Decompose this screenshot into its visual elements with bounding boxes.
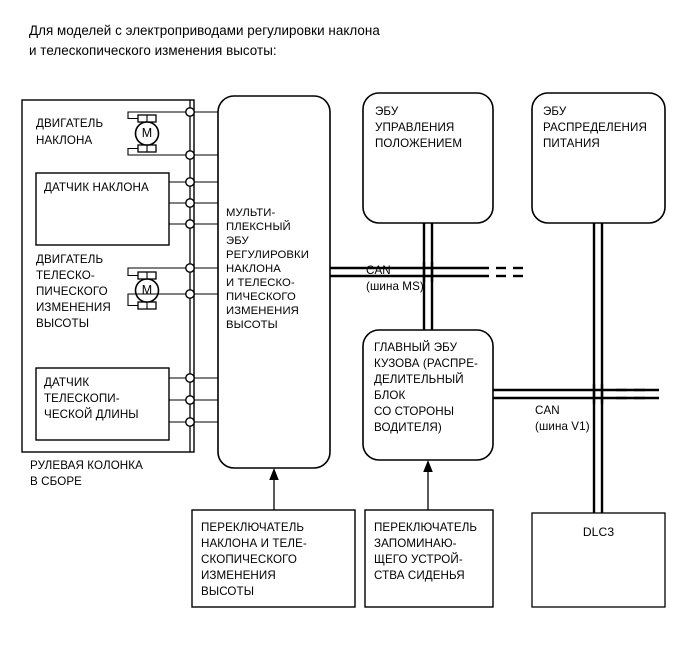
- main-body-ecu-label-line-5: СО СТОРОНЫ: [374, 405, 455, 418]
- telescopic-motor-label-line-5: ВЫСОТЫ: [36, 317, 90, 330]
- tilt-motor-glyph: M: [141, 126, 153, 140]
- telescopic-motor-glyph: M: [141, 283, 153, 297]
- caption-line-1: Для моделей с электроприводами регулиров…: [29, 23, 380, 38]
- telescopic-sensor-label-line-1: ДАТЧИК: [44, 376, 90, 389]
- seat-memory-switch-arrow: [423, 460, 433, 510]
- seat-memory-switch-label-line-1: ПЕРЕКЛЮЧАТЕЛЬ: [374, 521, 478, 534]
- dlc3-box: [531, 512, 666, 608]
- seat-memory-switch-label-line-3: ЩЕГО УСТРОЙ-: [374, 553, 463, 566]
- power-distribution-ecu-label-line-1: ЭБУ: [543, 105, 567, 118]
- can-ms-continuation-dashes: [496, 266, 523, 278]
- power-distribution-ecu-box: [531, 92, 666, 224]
- multiplex-ecu-label-line-7: ПИЧЕСКОГО: [226, 291, 296, 303]
- multiplex-ecu-label-line-9: ВЫСОТЫ: [226, 319, 278, 331]
- can-v1-label-line-1: CAN: [535, 404, 560, 417]
- connector-terminals: [185, 107, 195, 427]
- steering-column-assembly-box: [21, 99, 195, 453]
- position-control-ecu-label-line-2: УПРАВЛЕНИЯ: [375, 121, 455, 134]
- multiplex-ecu-label-line-1: МУЛЬТИ-: [226, 207, 276, 219]
- telescopic-motor-label-line-1: ДВИГАТЕЛЬ: [36, 253, 104, 266]
- position-control-ecu-label-line-1: ЭБУ: [375, 105, 399, 118]
- power-distribution-ecu-label-line-3: ПИТАНИЯ: [543, 137, 600, 150]
- seat-memory-switch-label-line-4: СТВА СИДЕНЬЯ: [374, 569, 465, 582]
- main-body-ecu-label-line-2: КУЗОВА (РАСПРЕ-: [374, 357, 479, 370]
- telescopic-sensor-label-line-2: ТЕЛЕСКОПИ-: [44, 392, 120, 405]
- can-ms-label-line-2: (шина MS): [366, 280, 424, 293]
- steering-column-assembly-label-line-1: РУЛЕВАЯ КОЛОНКА: [30, 459, 143, 472]
- power-distribution-ecu-label-line-2: РАСПРЕДЕЛЕНИЯ: [543, 121, 647, 134]
- can-ms-label-line-1: CAN: [366, 264, 391, 277]
- tilt-switch-arrow: [269, 468, 279, 510]
- position-control-ecu-box: [362, 92, 494, 224]
- seat-memory-switch-box: [364, 509, 494, 608]
- telescopic-motor-label-line-4: ИЗМЕНЕНИЯ: [36, 301, 111, 314]
- can-ms-horizontal: [330, 266, 489, 278]
- multiplex-ecu-label-line-2: ПЛЕКСНЫЙ: [226, 221, 291, 233]
- main-body-ecu-label-line-6: ВОДИТЕЛЯ): [374, 421, 442, 434]
- tilt-telescopic-switch-label-line-3: СКОПИЧЕСКОГО: [201, 553, 297, 566]
- main-body-ecu-label-line-3: ДЕЛИТЕЛЬНЫЙ: [374, 373, 464, 386]
- can-v1-horizontal: [493, 388, 659, 400]
- main-body-ecu-label-line-4: БЛОК: [374, 389, 406, 402]
- main-body-ecu-label-line-1: ГЛАВНЫЙ ЭБУ: [374, 341, 458, 354]
- dlc3-label: DLC3: [582, 525, 615, 539]
- multiplex-ecu-label-line-4: РЕГУЛИРОВКИ: [226, 249, 309, 261]
- can-v1-continuation-dashes: [616, 388, 645, 400]
- can-v1-vertical: [592, 223, 604, 513]
- can-crossing-overlay: [422, 262, 604, 404]
- multiplex-ecu-label-line-6: И ТЕЛЕСКО-: [226, 277, 295, 289]
- telescopic-motor-label-line-3: ПИЧЕСКОГО: [36, 285, 108, 298]
- telescopic-motor-symbol: [127, 267, 190, 310]
- multiplex-ecu-label-line-5: НАКЛОНА: [226, 263, 281, 275]
- tilt-motor-label-line-1: ДВИГАТЕЛЬ: [36, 117, 104, 130]
- telescopic-sensor-box: [35, 367, 170, 441]
- steering-column-assembly-label-line-2: В СБОРЕ: [30, 475, 82, 488]
- tilt-motor-symbol: [127, 111, 190, 156]
- tilt-telescopic-switch-label-line-2: НАКЛОНА И ТЕЛЕ-: [201, 537, 307, 550]
- tilt-sensor-box: [35, 172, 170, 246]
- caption-line-2: и телескопического изменения высоты:: [29, 43, 277, 58]
- telescopic-sensor-label-line-3: ЧЕСКОЙ ДЛИНЫ: [44, 408, 139, 421]
- seat-memory-switch-label-line-2: ЗАПОМИНАЮ-: [374, 537, 457, 550]
- tilt-motor-label-line-2: НАКЛОНА: [36, 134, 93, 147]
- telescopic-motor-label-line-2: ТЕЛЕСКО-: [36, 269, 95, 282]
- tilt-telescopic-switch-label-line-1: ПЕРЕКЛЮЧАТЕЛЬ: [201, 521, 305, 534]
- multiplex-ecu-label-line-8: ИЗМЕНЕНИЯ: [226, 305, 299, 317]
- tilt-sensor-label: ДАТЧИК НАКЛОНА: [44, 181, 149, 194]
- position-control-ecu-label-line-3: ПОЛОЖЕНИЕМ: [375, 137, 463, 150]
- tilt-telescopic-switch-label-line-4: ИЗМЕНЕНИЯ: [201, 569, 276, 582]
- tilt-telescopic-switch-label-line-5: ВЫСОТЫ: [201, 585, 255, 598]
- can-v1-label-line-2: (шина V1): [535, 420, 590, 433]
- multiplex-ecu-label-line-3: ЭБУ: [226, 235, 249, 247]
